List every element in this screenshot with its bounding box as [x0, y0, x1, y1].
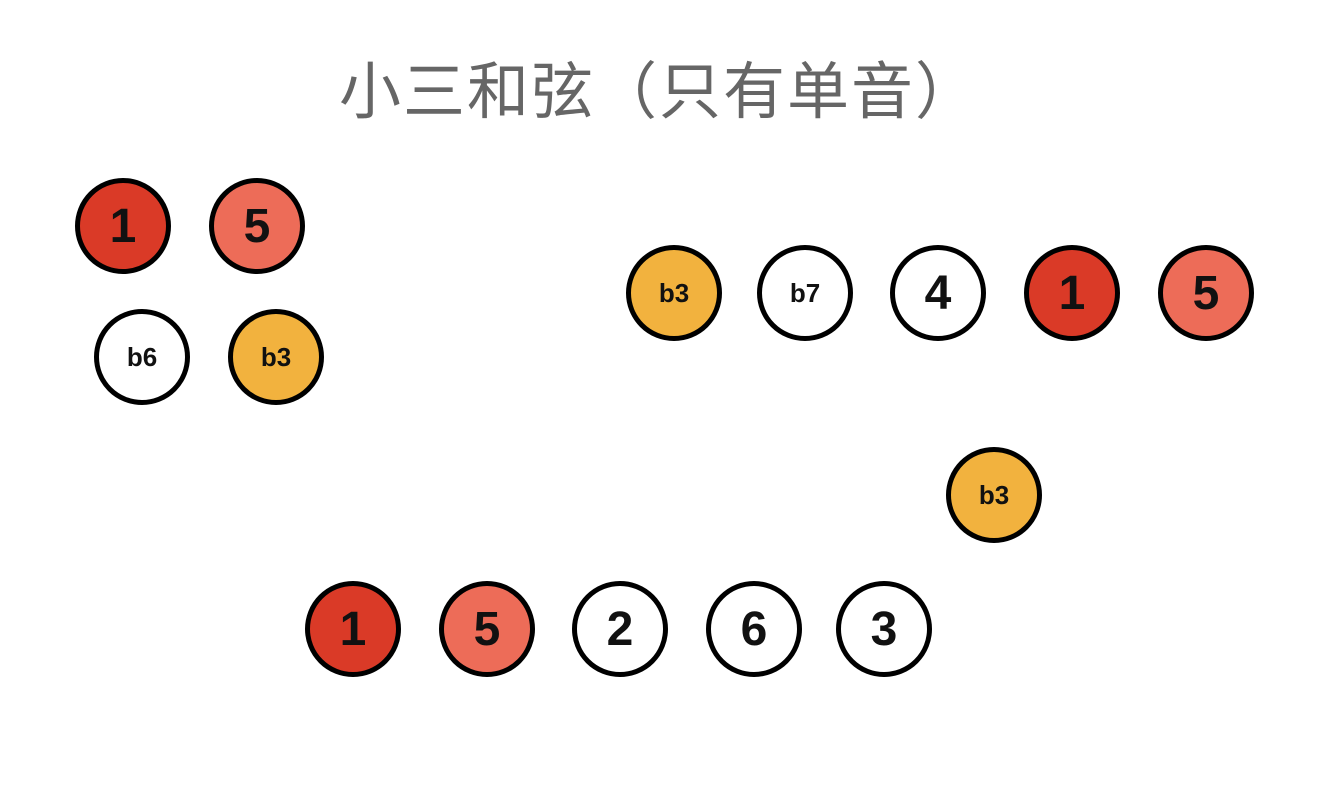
- note-fifth: 5: [439, 581, 535, 677]
- note-minor-third: b3: [626, 245, 722, 341]
- note-root: 1: [1024, 245, 1120, 341]
- page-title: 小三和弦（只有单音）: [338, 55, 979, 128]
- note-root: 1: [75, 178, 171, 274]
- note-second: 2: [572, 581, 668, 677]
- note-fourth: 4: [890, 245, 986, 341]
- note-minor-third: b3: [228, 309, 324, 405]
- note-minor-third: b3: [946, 447, 1042, 543]
- note-flat-sixth: b6: [94, 309, 190, 405]
- note-sixth: 6: [706, 581, 802, 677]
- note-root: 1: [305, 581, 401, 677]
- note-flat-seventh: b7: [757, 245, 853, 341]
- note-fifth: 5: [209, 178, 305, 274]
- note-fifth: 5: [1158, 245, 1254, 341]
- note-third: 3: [836, 581, 932, 677]
